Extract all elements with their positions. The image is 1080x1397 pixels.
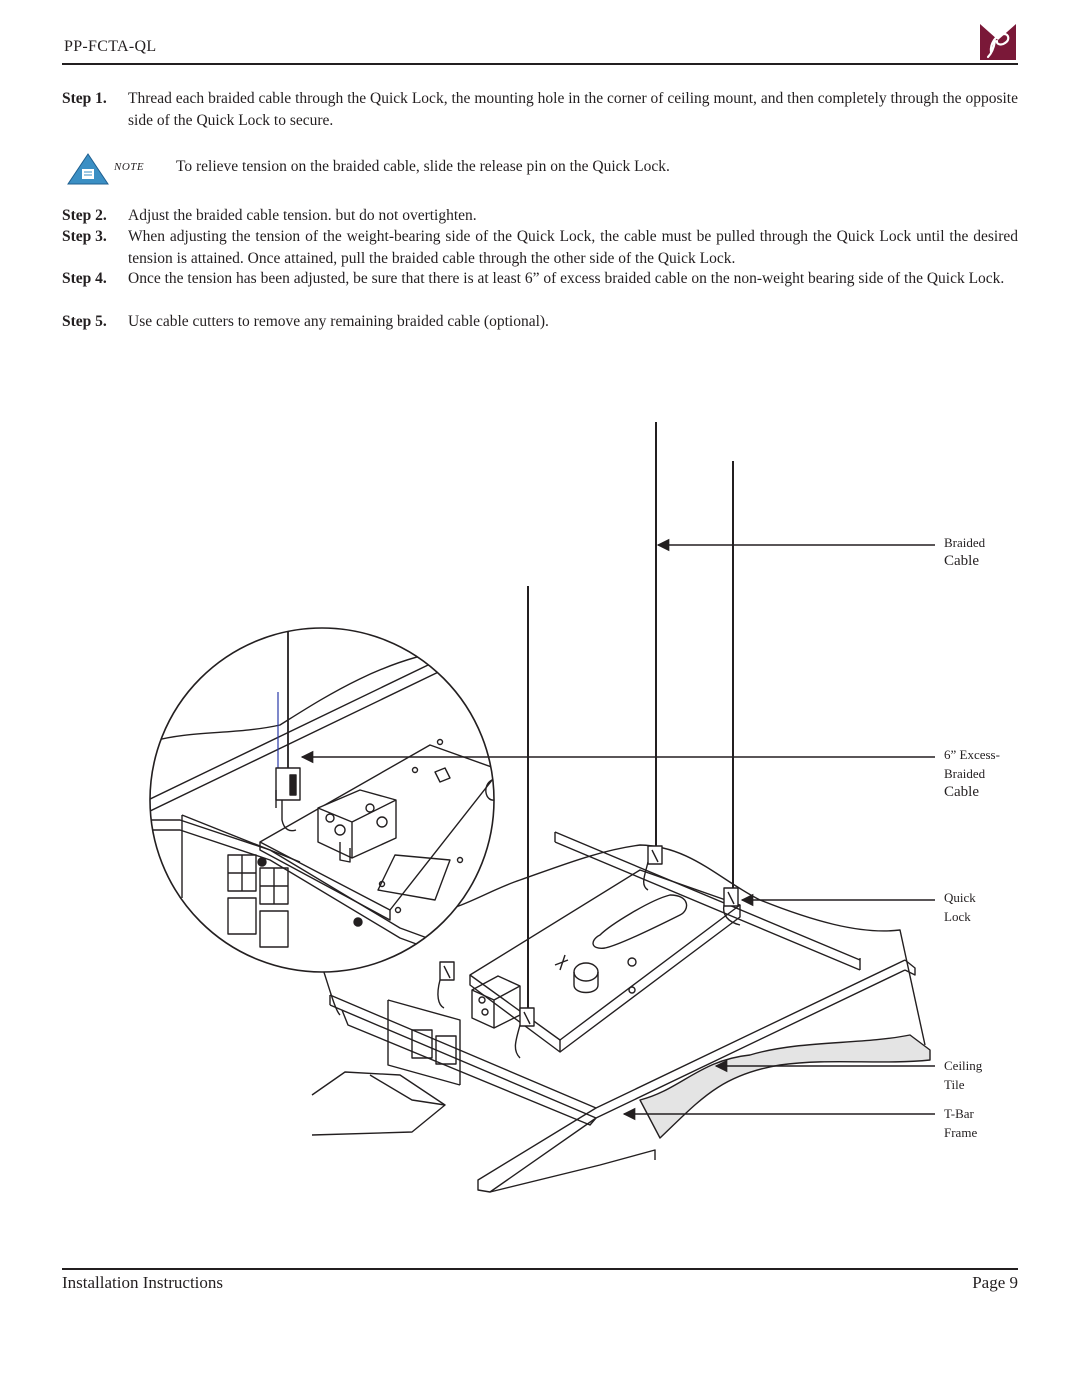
document-id: PP-FCTA-QL <box>64 38 157 55</box>
callout-line: Cable <box>944 553 979 569</box>
callout-line: T-Bar <box>944 1106 974 1121</box>
page-number: Page 9 <box>972 1273 1018 1292</box>
step-4: Step 4. Once the tension has been adjust… <box>62 268 1018 290</box>
installation-diagram <box>149 422 935 1193</box>
callout-line: Quick <box>944 890 976 905</box>
step-label: Step 2. <box>62 207 107 224</box>
callout-line: Braided <box>944 535 986 550</box>
callout-quick-lock: Quick Lock <box>944 888 976 926</box>
callout-line: Braided <box>944 766 986 781</box>
step-5: Step 5. Use cable cutters to remove any … <box>62 311 1018 333</box>
note-word: NOTE <box>114 161 145 173</box>
tbar-frame-back <box>554 831 861 971</box>
footer-title: Installation Instructions <box>62 1273 224 1292</box>
step-2: Step 2. Adjust the braided cable tension… <box>62 205 1018 227</box>
note-triangle-icon <box>67 153 109 185</box>
callout-line: Lock <box>944 909 971 924</box>
footer-rule <box>62 1268 1018 1270</box>
ceiling-tile <box>639 1034 931 1139</box>
callout-line: Frame <box>944 1125 978 1140</box>
callout-braided-cable: Braided Cable <box>944 533 985 571</box>
step-text: Thread each braided cable through the Qu… <box>128 90 1018 129</box>
step-text: When adjusting the tension of the weight… <box>128 228 1018 267</box>
callout-line: 6” Excess- <box>944 747 1000 762</box>
note-callout: NOTE To relieve tension on the braided c… <box>66 152 1018 188</box>
header-rule <box>62 63 1018 65</box>
tbar-frame-front <box>329 959 906 1119</box>
callout-line: Tile <box>944 1077 965 1092</box>
detail-circle <box>149 627 495 973</box>
note-text: To relieve tension on the braided cable,… <box>176 158 670 175</box>
step-text: Adjust the braided cable tension. but do… <box>128 207 477 224</box>
step-label: Step 5. <box>62 313 107 330</box>
step-text: Use cable cutters to remove any remainin… <box>128 313 549 330</box>
step-1: Step 1. Thread each braided cable throug… <box>62 88 1018 132</box>
callout-excess-cable: 6” Excess- Braided Cable <box>944 745 1000 802</box>
step-label: Step 3. <box>62 228 107 245</box>
callout-line: Cable <box>944 784 979 800</box>
step-3: Step 3. When adjusting the tension of th… <box>62 226 1018 270</box>
callout-tbar-frame: T-Bar Frame <box>944 1104 977 1142</box>
callout-ceiling-tile: Ceiling Tile <box>944 1056 982 1094</box>
step-text: Once the tension has been adjusted, be s… <box>128 270 1005 287</box>
step-label: Step 1. <box>62 90 107 107</box>
step-label: Step 4. <box>62 270 107 287</box>
brand-logo-icon <box>980 24 1016 60</box>
callout-line: Ceiling <box>944 1058 983 1073</box>
